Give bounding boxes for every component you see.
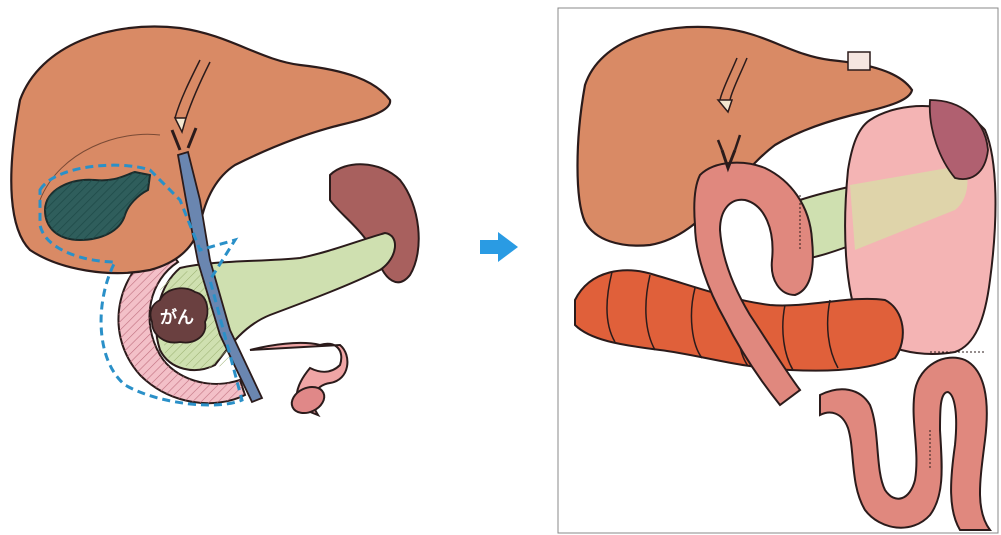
esophagus: [848, 52, 870, 70]
right-arrow-icon: [480, 232, 518, 262]
before-panel: がん: [11, 27, 418, 419]
after-panel: [558, 8, 998, 533]
tumor-label: がん: [160, 307, 194, 328]
